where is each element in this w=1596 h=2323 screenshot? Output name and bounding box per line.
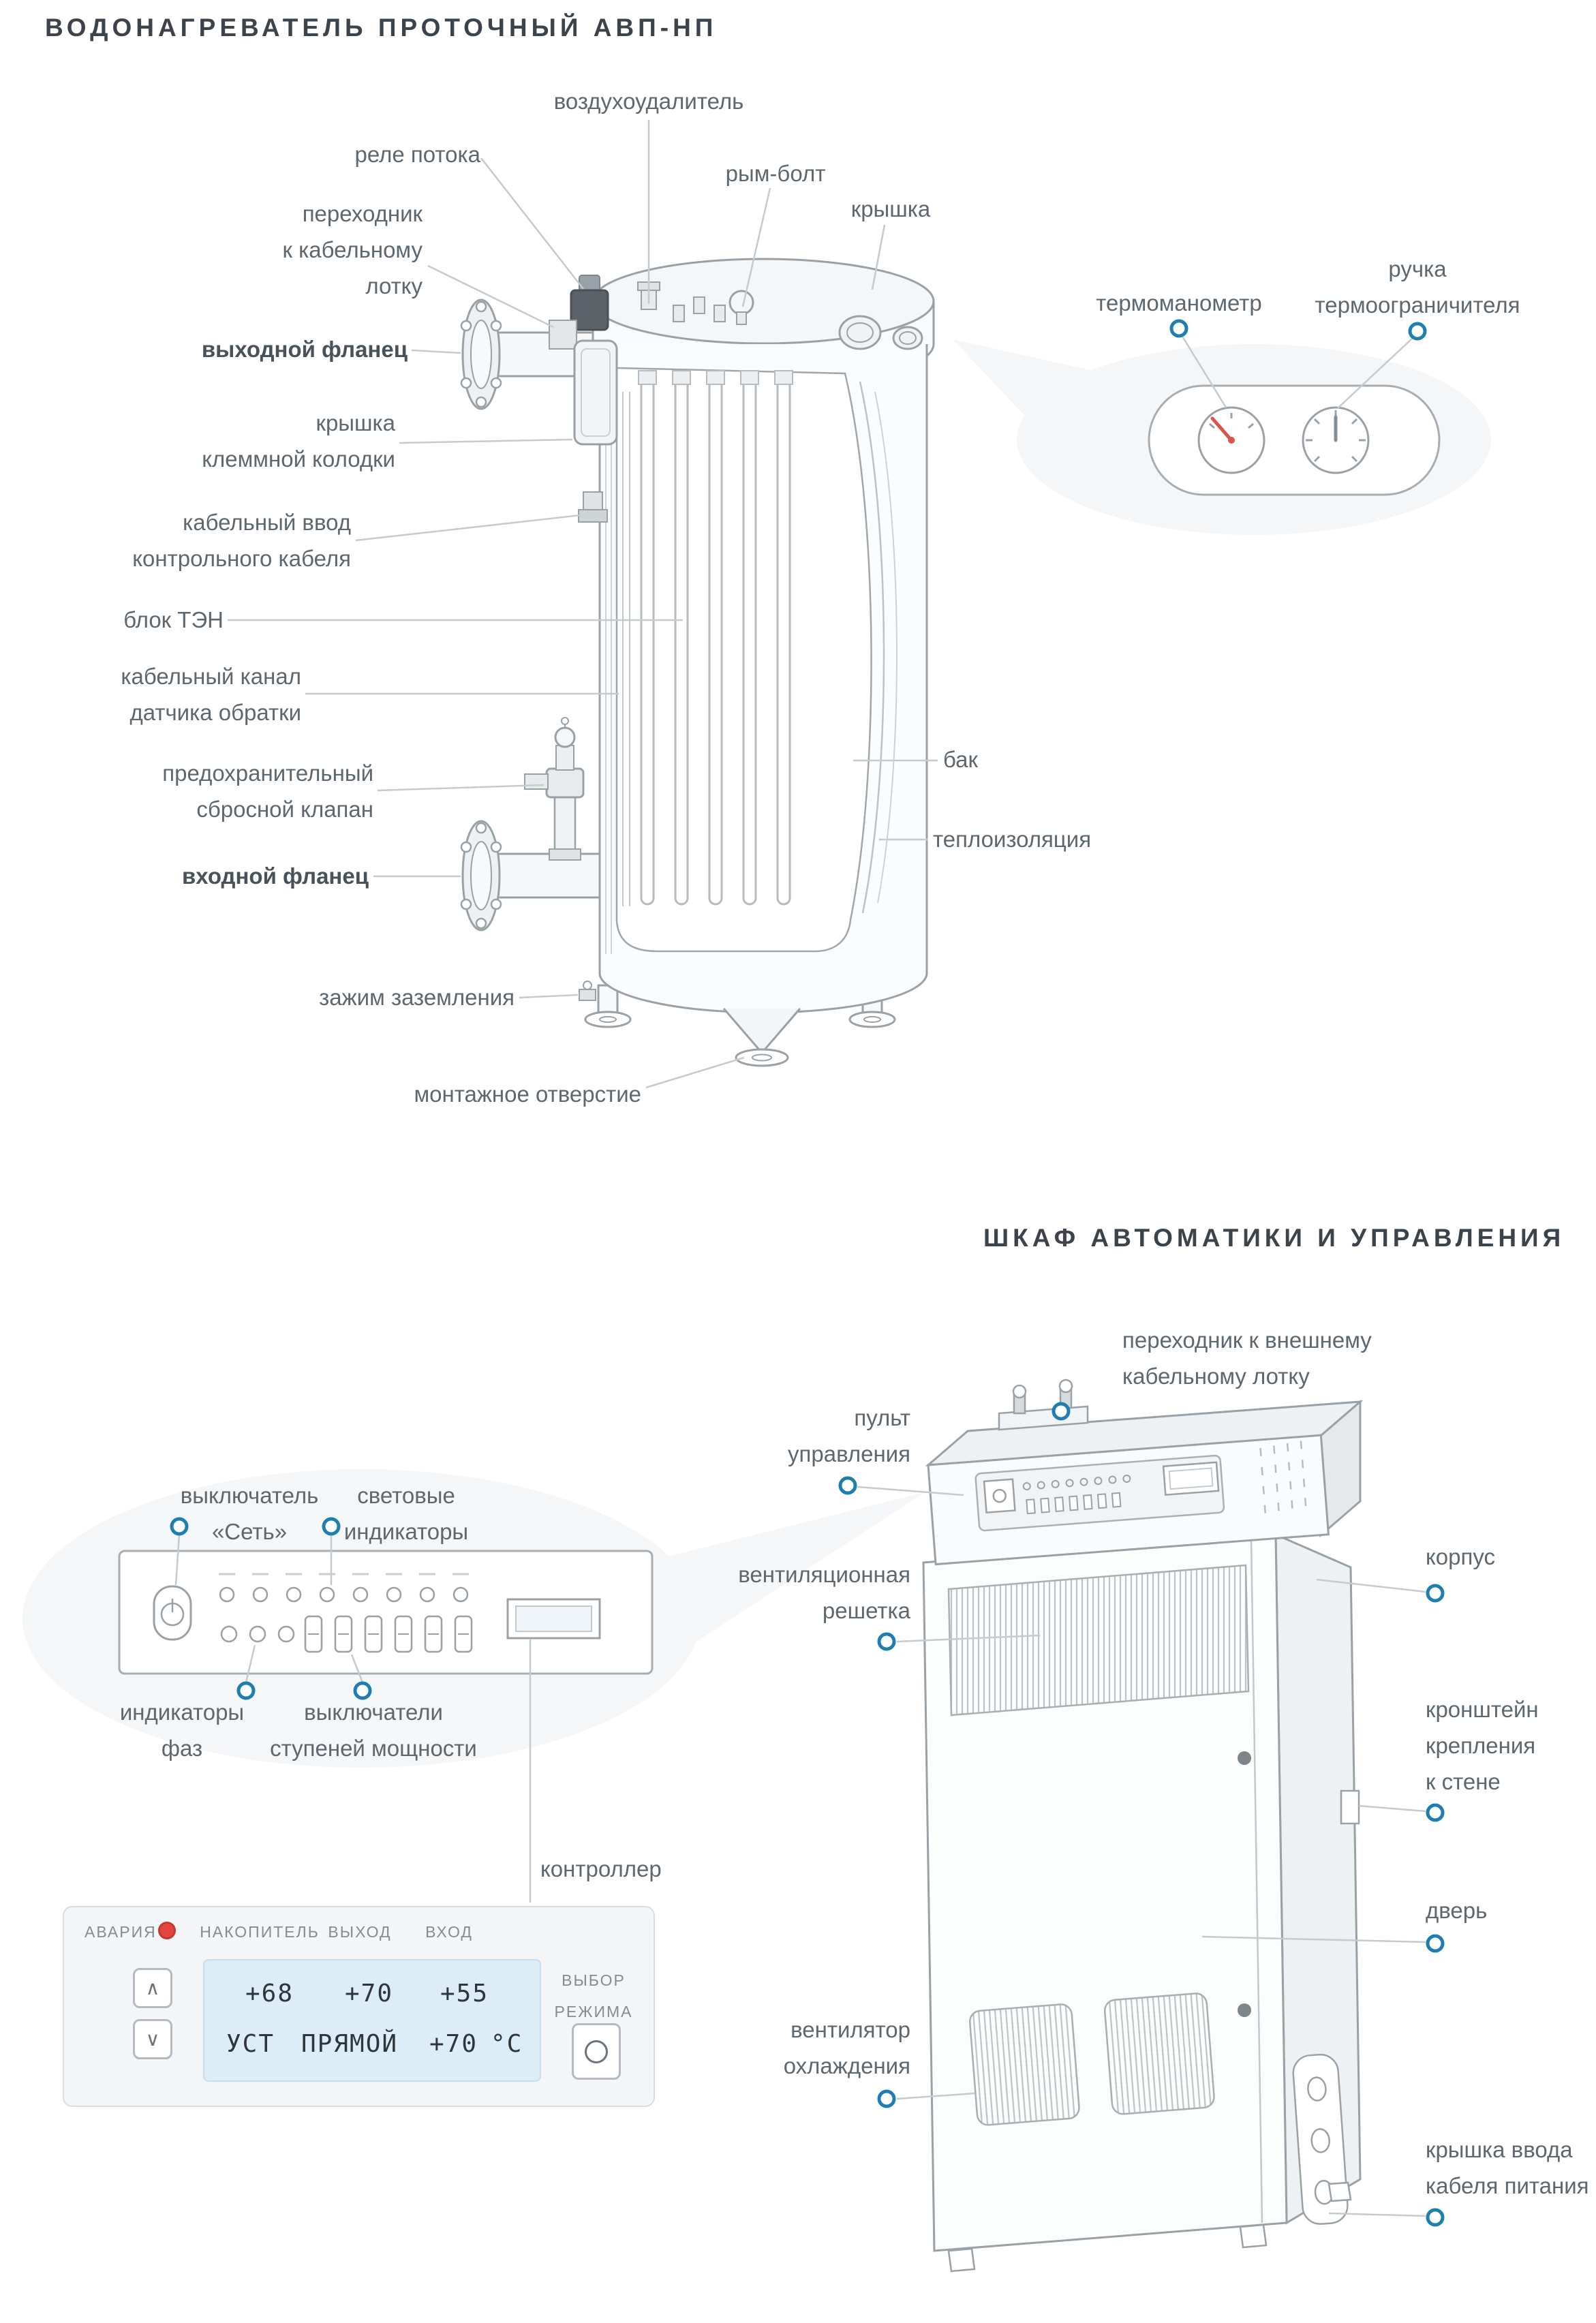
- label-mounting-hole: монтажное отверстие: [414, 1081, 641, 1107]
- label-outlet-flange: выходной фланец: [201, 337, 408, 362]
- up-button: ∧: [133, 1968, 172, 2008]
- label-power-switch: выключатель «Сеть»: [180, 1483, 319, 1544]
- mounting-hole-shape: [752, 1053, 772, 1062]
- external-tray-adapter-shape: [998, 1379, 1089, 1431]
- label-cable-tray-adapter: переходник к кабельному лотку: [282, 201, 423, 298]
- wall-bracket-shape: [1340, 1789, 1360, 1825]
- cabinet-illustration: [922, 1379, 1364, 2273]
- alarm-led-icon: [158, 1922, 176, 1939]
- label-cooling-fan: вентилятор охлаждения: [783, 2017, 910, 2078]
- stage-switches-icons: [304, 1615, 473, 1653]
- down-button: ∨: [133, 2019, 172, 2059]
- label-body: корпус: [1426, 1544, 1496, 1569]
- vent-grille-shape: [947, 1564, 1250, 1717]
- label-eye-bolt: рым-болт: [725, 161, 826, 186]
- control-strip: [118, 1550, 654, 1675]
- label-ground-clamp: зажим заземления: [319, 985, 515, 1010]
- heating-elements-shape: [638, 370, 793, 906]
- label-control-panel: пульт управления: [788, 1405, 910, 1466]
- flow-relay-shape: [570, 275, 609, 331]
- alarm-label: АВАРИЯ: [85, 1923, 157, 1941]
- label-inlet-flange: входной фланец: [182, 863, 369, 889]
- mode-select-label: ВЫБОР РЕЖИМА: [554, 1971, 633, 2020]
- label-lid: крышка: [850, 196, 931, 221]
- label-insulation: теплоизоляция: [933, 827, 1092, 852]
- label-terminal-cover: крышка клеммной колодки: [202, 410, 395, 472]
- column-output: ВЫХОД: [328, 1923, 392, 1941]
- label-stage-switches: выключатели ступеней мощности: [270, 1699, 477, 1761]
- label-heating-block: блок ТЭН: [123, 607, 224, 632]
- column-storage: НАКОПИТЕЛЬ: [200, 1923, 320, 1941]
- label-thermomanometer: термоманометр: [1096, 290, 1262, 316]
- limiter-dial-icon: [1302, 406, 1370, 474]
- display-set-label: УСТ: [226, 2030, 275, 2058]
- label-control-cable-entry: кабельный ввод контрольного кабеля: [132, 510, 351, 571]
- label-wall-bracket: кронштейн крепления к стене: [1426, 1697, 1539, 1794]
- label-flow-relay: реле потока: [354, 142, 481, 167]
- fan-grille-right: [1103, 1993, 1215, 2115]
- label-return-sensor-duct: кабельный канал датчика обратки: [121, 664, 301, 725]
- outlet-flange-shape: [460, 298, 502, 410]
- controller-display: +68 +70 +55 УСТ ПРЯМОЙ +70 °С: [203, 1959, 541, 2082]
- light-indicators-icons: [219, 1586, 469, 1603]
- cable-gland-shape: [583, 491, 603, 510]
- controller-panel: АВАРИЯ НАКОПИТЕЛЬ ВЫХОД ВХОД ∧ ∨ +68 +70…: [63, 1906, 655, 2107]
- column-input: ВХОД: [425, 1923, 473, 1941]
- label-safety-valve: предохранительный сбросной клапан: [162, 760, 373, 822]
- control-box-front: [927, 1434, 1330, 1566]
- label-vent-grille: вентиляционная решетка: [738, 1562, 910, 1623]
- phase-indicators-icons: [220, 1625, 295, 1643]
- label-external-tray-adapter: переходник к внешнему кабельному лотку: [1122, 1327, 1372, 1389]
- label-limiter-handle: ручка термоограничителя: [1315, 256, 1520, 318]
- cable-tray-adapter-shape: [549, 320, 577, 350]
- safety-valve-shape: [524, 717, 585, 861]
- cabinet-section-title: ШКАФ АВТОМАТИКИ И УПРАВЛЕНИЯ: [983, 1224, 1565, 1252]
- terminal-cover-shape: [573, 339, 618, 446]
- display-value-output: +70: [345, 1980, 394, 2007]
- power-switch-icon: [153, 1585, 192, 1641]
- label-door: дверь: [1426, 1898, 1488, 1923]
- thermomanometer-icon: [1197, 406, 1265, 474]
- heater-section-title: ВОДОНАГРЕВАТЕЛЬ ПРОТОЧНЫЙ АВП-НП: [45, 14, 718, 42]
- ground-clamp-shape: [579, 981, 596, 1001]
- display-value-input: +55: [440, 1980, 489, 2007]
- mode-select-button: [572, 2023, 621, 2080]
- leader-lines: [174, 120, 1426, 2217]
- callout-dots: [170, 319, 1445, 2227]
- mode-button-ring-icon: [585, 2040, 608, 2063]
- heater-illustration: [460, 258, 935, 1067]
- display-mode: ПРЯМОЙ: [301, 2030, 399, 2058]
- strip-display-icon: [506, 1598, 601, 1640]
- eye-bolt-shape: [728, 290, 754, 325]
- cable-entry-cover-shape: [1292, 2053, 1349, 2225]
- display-unit: °С: [491, 2030, 523, 2058]
- label-phase-indicators: индикаторы фаз: [119, 1699, 245, 1761]
- label-light-indicators: световые индикаторы: [343, 1483, 469, 1544]
- inlet-flange-shape: [460, 820, 502, 932]
- label-tank: бак: [943, 747, 978, 772]
- label-power-cable-cover: крышка ввода кабеля питания: [1426, 2137, 1589, 2198]
- label-air-vent: воздухоудалитель: [553, 89, 744, 114]
- display-set-value: +70: [429, 2030, 478, 2058]
- label-controller: контроллер: [540, 1856, 662, 1881]
- display-value-storage: +68: [245, 1980, 294, 2007]
- gauge-detail-bubble: [953, 339, 1491, 535]
- fan-grille-left: [968, 2003, 1080, 2126]
